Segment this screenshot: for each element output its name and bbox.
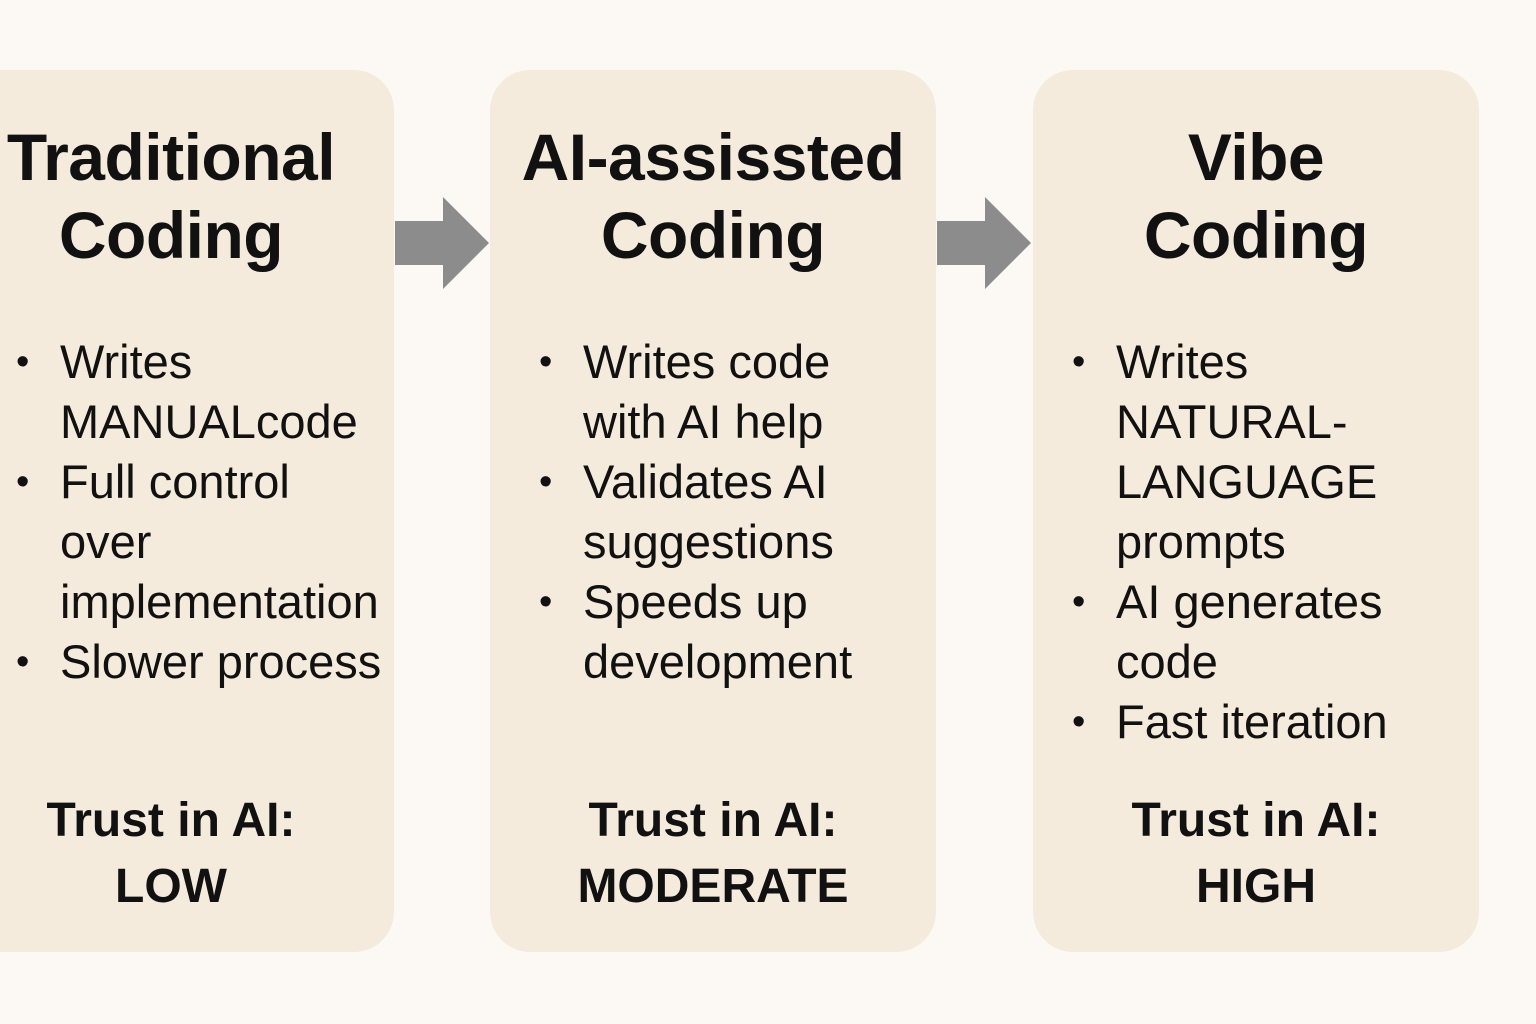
- stage-title: AI-assissted Coding: [490, 118, 936, 274]
- trust-level: Trust in AI: HIGH: [1033, 788, 1479, 920]
- feature-item: • Validates AI suggestions: [539, 452, 933, 572]
- trust-label: Trust in AI:: [46, 794, 296, 847]
- bullet-icon: •: [1072, 341, 1086, 383]
- stage-title-line2: Coding: [58, 198, 284, 272]
- feature-item: • Writes MANUALcode: [16, 332, 390, 452]
- trust-level: Trust in AI: MODERATE: [490, 788, 936, 920]
- stage-title-line1: AI-assissted: [521, 120, 905, 194]
- right-arrow-icon: [395, 197, 489, 289]
- stage-title-line1: Traditional: [6, 120, 336, 194]
- feature-list: • Writes NATURAL-LANGUAGE prompts • AI g…: [1072, 332, 1476, 752]
- right-arrow-icon: [937, 197, 1031, 289]
- trust-value: MODERATE: [577, 860, 849, 913]
- trust-level: Trust in AI: LOW: [0, 788, 394, 920]
- feature-item: • Writes NATURAL-LANGUAGE prompts: [1072, 332, 1476, 572]
- bullet-icon: •: [1072, 701, 1086, 743]
- stage-card-traditional: Traditional Coding • Writes MANUALcode •…: [0, 70, 394, 952]
- bullet-icon: •: [16, 341, 30, 383]
- feature-item: • Fast iteration: [1072, 692, 1476, 752]
- feature-list: • Writes MANUALcode • Full control over …: [16, 332, 390, 692]
- trust-value: HIGH: [1196, 860, 1316, 913]
- feature-item: • Writes code with AI help: [539, 332, 933, 452]
- bullet-icon: •: [16, 461, 30, 503]
- stage-title-line1: Vibe: [1187, 120, 1325, 194]
- stage-title-line2: Coding: [600, 198, 826, 272]
- feature-item: • AI generates code: [1072, 572, 1476, 692]
- bullet-icon: •: [1072, 581, 1086, 623]
- bullet-icon: •: [539, 461, 553, 503]
- stage-title: Vibe Coding: [1033, 118, 1479, 274]
- stage-card-vibe: Vibe Coding • Writes NATURAL-LANGUAGE pr…: [1033, 70, 1479, 952]
- trust-label: Trust in AI:: [1131, 794, 1381, 847]
- feature-item: • Speeds up development: [539, 572, 933, 692]
- trust-label: Trust in AI:: [588, 794, 838, 847]
- stage-title: Traditional Coding: [0, 118, 394, 274]
- feature-list: • Writes code with AI help • Validates A…: [539, 332, 933, 692]
- bullet-icon: •: [539, 341, 553, 383]
- feature-item: • Slower process: [16, 632, 390, 692]
- bullet-icon: •: [16, 641, 30, 683]
- stage-card-ai-assisted: AI-assissted Coding • Writes code with A…: [490, 70, 936, 952]
- trust-value: LOW: [115, 860, 227, 913]
- feature-item: • Full control over implementation: [16, 452, 390, 632]
- stage-title-line2: Coding: [1143, 198, 1369, 272]
- bullet-icon: •: [539, 581, 553, 623]
